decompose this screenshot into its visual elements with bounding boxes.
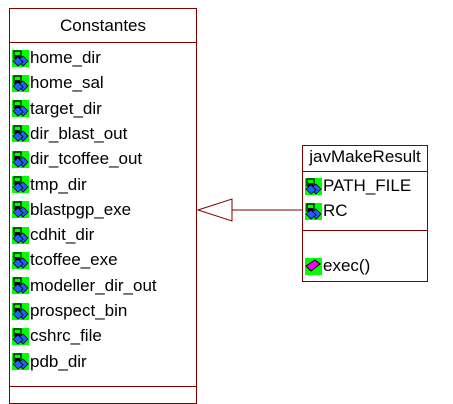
protected-attribute-icon	[12, 125, 29, 143]
class-member-row[interactable]: modeller_dir_out	[12, 276, 157, 296]
class-javmakeresult[interactable]: javMakeResult PATH_FILE RC exec()	[302, 145, 428, 282]
protected-attribute-icon	[305, 202, 322, 220]
protected-attribute-icon	[12, 327, 29, 345]
public-operation-icon	[305, 257, 322, 275]
member-label: dir_tcoffee_out	[30, 149, 143, 169]
protected-attribute-icon	[12, 251, 29, 269]
member-label: blastpgp_exe	[30, 199, 132, 219]
protected-attribute-icon	[12, 353, 29, 371]
member-label: RC	[323, 201, 348, 220]
member-label: tcoffee_exe	[30, 250, 118, 270]
member-label: PATH_FILE	[323, 176, 412, 195]
protected-attribute-icon	[305, 177, 322, 195]
protected-attribute-icon	[12, 327, 29, 345]
protected-attribute-icon	[12, 49, 29, 67]
class-member-row[interactable]: dir_blast_out	[12, 124, 127, 144]
protected-attribute-icon	[12, 226, 29, 244]
class-member-row[interactable]: target_dir	[12, 99, 102, 119]
class-member-row[interactable]: tmp_dir	[12, 175, 87, 195]
member-label: home_dir	[30, 48, 101, 67]
protected-attribute-icon	[12, 201, 29, 219]
class-member-row[interactable]: PATH_FILE	[305, 176, 411, 196]
protected-attribute-icon	[12, 277, 29, 295]
protected-attribute-icon	[12, 176, 29, 193]
protected-attribute-icon	[12, 302, 29, 320]
protected-attribute-icon	[12, 302, 29, 320]
protected-attribute-icon	[12, 251, 29, 269]
member-label: prospect_bin	[30, 301, 128, 320]
class-separator	[303, 171, 427, 172]
protected-attribute-icon	[12, 150, 29, 168]
member-label: target_dir	[30, 98, 102, 118]
class-name: javMakeResult	[309, 147, 421, 166]
member-label: tmp_dir	[30, 174, 87, 194]
protected-attribute-icon	[12, 49, 29, 67]
protected-attribute-icon	[305, 202, 322, 220]
protected-attribute-icon	[12, 74, 29, 92]
class-member-row[interactable]: cdhit_dir	[12, 225, 94, 245]
generalization-arrowhead	[196, 198, 233, 222]
class-member-row[interactable]: RC	[305, 201, 348, 221]
class-member-row[interactable]: home_sal	[12, 73, 104, 93]
class-separator	[10, 386, 196, 387]
class-member-row[interactable]: prospect_bin	[12, 301, 127, 321]
protected-attribute-icon	[12, 201, 29, 219]
class-member-row[interactable]: blastpgp_exe	[12, 200, 131, 220]
class-member-row[interactable]: dir_tcoffee_out	[12, 149, 142, 169]
protected-attribute-icon	[12, 74, 29, 92]
member-label: exec()	[323, 256, 371, 275]
protected-attribute-icon	[12, 150, 29, 168]
public-operation-icon	[305, 257, 322, 275]
member-label: home_sal	[30, 73, 104, 93]
class-name: Constantes	[60, 16, 146, 35]
member-label: cdhit_dir	[30, 225, 95, 245]
member-label: dir_blast_out	[30, 123, 128, 143]
protected-attribute-icon	[12, 100, 29, 118]
class-separator	[10, 42, 196, 43]
protected-attribute-icon	[12, 125, 29, 143]
protected-attribute-icon	[305, 177, 322, 195]
member-label: modeller_dir_out	[30, 275, 157, 295]
class-separator	[303, 230, 427, 231]
member-label: cshrc_file	[30, 326, 102, 346]
class-member-row[interactable]: home_dir	[12, 48, 101, 68]
member-label: pdb_dir	[30, 351, 87, 371]
class-member-row[interactable]: tcoffee_exe	[12, 250, 118, 270]
class-member-row[interactable]: exec()	[305, 256, 370, 276]
protected-attribute-icon	[12, 176, 29, 193]
protected-attribute-icon	[12, 353, 29, 371]
protected-attribute-icon	[12, 277, 29, 295]
class-member-row[interactable]: pdb_dir	[12, 352, 87, 372]
protected-attribute-icon	[12, 226, 29, 244]
protected-attribute-icon	[12, 100, 29, 118]
class-member-row[interactable]: cshrc_file	[12, 326, 102, 346]
